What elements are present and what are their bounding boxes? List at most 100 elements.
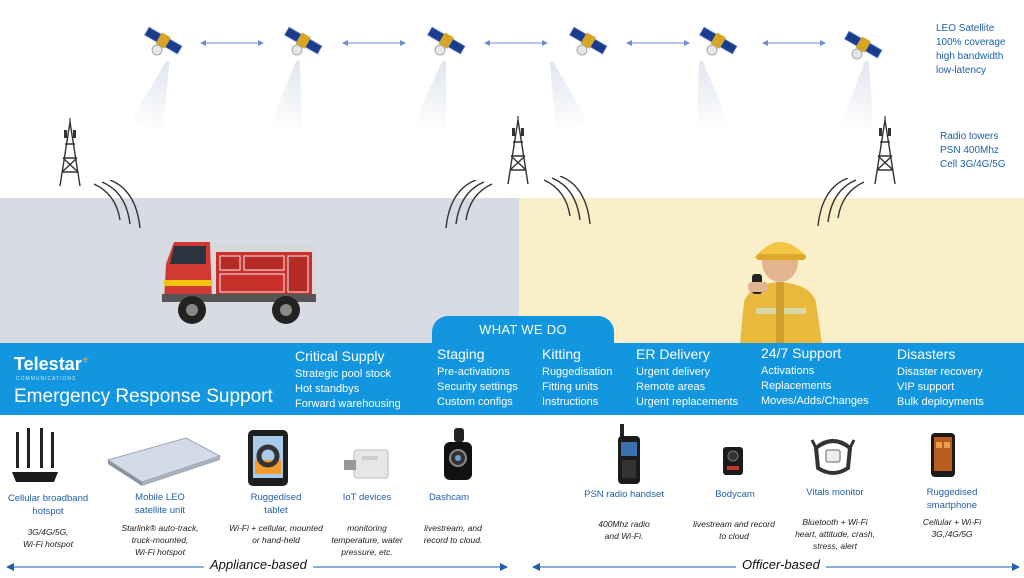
firefighter-image	[740, 242, 822, 344]
device-desc-line: Starlink® auto-track,	[121, 523, 199, 533]
brand-name: Telestar	[14, 354, 82, 374]
device-desc-line: Wi-Fi hotspot	[23, 539, 73, 549]
tower-info: Radio towers PSN 400Mhz Cell 3G/4G/5G	[940, 130, 1006, 172]
device-name-line: satellite unit	[134, 505, 186, 516]
service-item: Moves/Adds/Changes	[761, 395, 869, 407]
service-er-delivery: ER Delivery Urgent delivery Remote areas…	[636, 345, 738, 410]
satellite-icon	[143, 26, 183, 56]
device-name-vitals-monitor: Vitals monitor	[790, 486, 880, 499]
device-desc-line: Cellular + Wi-Fi	[922, 517, 982, 527]
satellite-beam	[684, 58, 730, 133]
device-desc-line: temperature, water	[331, 535, 403, 545]
fire-truck-image	[162, 242, 316, 324]
service-item: Urgent replacements	[636, 396, 739, 408]
service-heading: Disasters	[897, 346, 956, 362]
satellite-link-arrow	[342, 40, 406, 46]
device-desc-line: Bluetooth + Wi-Fi	[802, 517, 868, 527]
device-desc-line: truck-mounted,	[131, 535, 189, 545]
service-item: Bulk deployments	[897, 396, 984, 408]
service-disasters: Disasters Disaster recovery VIP support …	[897, 345, 984, 410]
satellite-icon	[843, 30, 883, 60]
service-kitting: Kitting Ruggedisation Fitting units Inst…	[542, 345, 612, 410]
device-name-line: smartphone	[926, 500, 978, 511]
device-desc-ruggedised-smartphone: Cellular + Wi-Fi 3G,/4G/5G	[906, 516, 998, 540]
router-icon	[12, 428, 58, 482]
satellite-beam	[535, 56, 589, 133]
device-desc-line: 400Mhz radio	[598, 519, 650, 529]
vitals-monitor-icon	[810, 439, 856, 475]
service-item: Ruggedisation	[542, 366, 613, 378]
device-desc-line: or hand-held	[252, 535, 300, 545]
service-item: Replacements	[761, 380, 832, 392]
what-we-do-tab: WHAT WE DO	[432, 316, 614, 346]
appliance-based-label: Appliance-based	[204, 557, 313, 572]
brand-tagline: COMMUNICATIONS	[16, 376, 77, 382]
satellite-icon	[283, 26, 323, 56]
satellite-dish-icon	[106, 437, 222, 486]
device-desc-line: 3G/4G/5G,	[27, 527, 69, 537]
officer-based-label: Officer-based	[736, 557, 826, 572]
device-desc-line: Wi-Fi + cellular, mounted	[229, 523, 323, 533]
device-name-line: Mobile LEO	[135, 492, 185, 503]
dashcam-icon	[444, 428, 472, 480]
device-desc-line: Wi-Fi hotspot	[135, 547, 185, 557]
satellite-beam	[269, 58, 315, 133]
service-item: Security settings	[437, 381, 518, 393]
satellite-info-line: 100% coverage	[936, 37, 1006, 48]
service-item: Fitting units	[542, 381, 599, 393]
device-desc-line: and Wi-Fi.	[604, 531, 644, 541]
satellite-link-arrow	[484, 40, 548, 46]
device-desc-line: 3G,/4G/5G	[931, 529, 973, 539]
device-desc-line: record to cloud.	[423, 535, 483, 545]
service-staging: Staging Pre-activations Security setting…	[437, 345, 518, 410]
tablet-icon	[248, 430, 288, 486]
device-name-dashcam: Dashcam	[412, 491, 486, 504]
device-name-iot: IoT devices	[322, 491, 412, 504]
service-item: Hot standbys	[295, 383, 360, 395]
satellite-info-line: LEO Satellite	[936, 23, 995, 34]
radio-waves-icon	[817, 178, 865, 227]
device-desc-mobile-leo: Starlink® auto-track, truck-mounted, Wi-Fi…	[106, 522, 214, 558]
tower-info-line: Cell 3G/4G/5G	[940, 159, 1006, 170]
service-heading: Critical Supply	[295, 348, 385, 364]
satellite-icon	[568, 26, 608, 56]
device-desc-line: livestream, and	[424, 523, 482, 533]
device-name-line: tablet	[264, 505, 288, 516]
radio-waves-icon	[93, 180, 141, 229]
service-critical-supply: Critical Supply Strategic pool stock Hot…	[295, 347, 401, 412]
device-desc-line: pressure, etc.	[341, 547, 393, 557]
service-item: Forward warehousing	[295, 398, 401, 410]
device-name-line: Dashcam	[428, 492, 470, 503]
service-heading: ER Delivery	[636, 346, 710, 362]
satellite-info-line: high bandwidth	[936, 51, 1004, 62]
tower-info-line: Radio towers	[940, 131, 999, 142]
device-desc-line: livestream and record	[693, 519, 775, 529]
service-item: Pre-activations	[437, 366, 510, 378]
device-name-line: Vitals monitor	[806, 487, 864, 498]
radio-waves-icon	[543, 176, 591, 225]
device-desc-psn-radio: 400Mhz radio and Wi-Fi.	[576, 518, 672, 542]
device-name-line: Bodycam	[715, 489, 755, 500]
device-name-line: Cellular broadband	[7, 493, 89, 504]
service-item: Strategic pool stock	[295, 368, 391, 380]
device-name-line: IoT devices	[342, 492, 392, 503]
device-desc-line: heart, attitude, crash,	[795, 529, 875, 539]
device-name-mobile-leo: Mobile LEO satellite unit	[110, 491, 210, 517]
device-desc-line: stress, alert	[813, 541, 857, 551]
satellite-icon	[426, 26, 466, 56]
service-item: Urgent delivery	[636, 366, 710, 378]
satellite-info: LEO Satellite 100% coverage high bandwid…	[936, 22, 1006, 78]
radio-waves-icon	[445, 180, 493, 229]
radio-tower-icon	[59, 118, 81, 187]
logo-star-icon: ✳	[81, 355, 90, 365]
device-name-line: PSN radio handset	[584, 489, 664, 500]
smartphone-icon	[931, 433, 955, 477]
device-desc-ruggedised-tablet: Wi-Fi + cellular, mounted or hand-held	[214, 522, 338, 546]
device-desc-line: monitoring	[347, 523, 387, 533]
band-title: Emergency Response Support	[14, 386, 273, 407]
service-item: Activations	[761, 365, 815, 377]
satellite-info-line: low-latency	[936, 65, 987, 76]
